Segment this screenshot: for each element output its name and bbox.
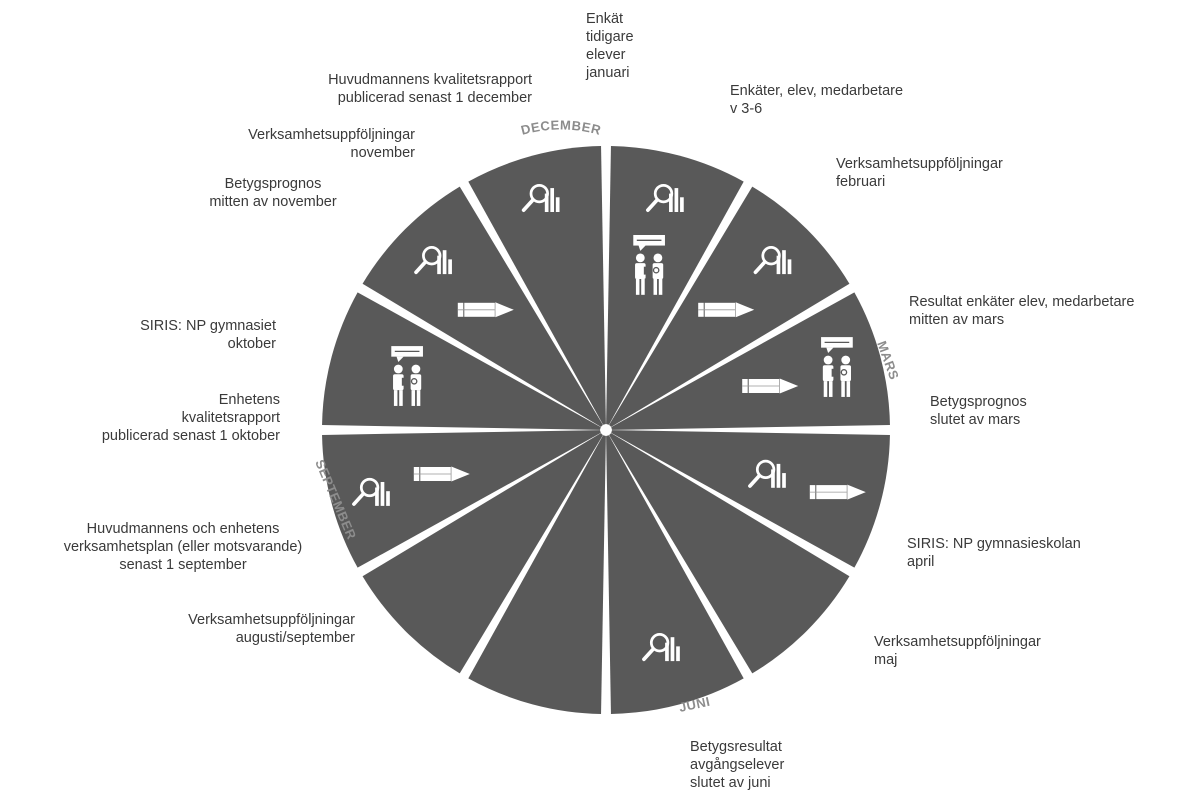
wheel-segment-juli: [468, 435, 606, 714]
annotation-betygsprognos-november: Betygsprognos mitten av november: [209, 176, 337, 210]
annotation-resultat-enkater: Resultat enkäter elev, medarbetare mitte…: [909, 294, 1135, 328]
wheel-segment-juni: [606, 435, 744, 714]
wheel-segment-augusti: [362, 433, 603, 674]
annotation-verksamhet-november: Verksamhetsuppföljningar november: [248, 127, 415, 161]
annotation-enkat-tidigare: Enkät tidigare elever januari: [586, 11, 634, 81]
annotation-betygsprognos-mars: Betygsprognos slutet av mars: [930, 394, 1027, 428]
annotation-enhetens-kvalitet: Enhetens kvalitetsrapport publicerad sen…: [101, 392, 280, 444]
wheel-segment-mars: [611, 292, 890, 430]
annotation-verksamhet-februari: Verksamhetsuppföljningar februari: [836, 156, 1003, 190]
wheel-segment-april: [611, 430, 890, 568]
annotation-betygsresultat: Betygsresultat avgångselever slutet av j…: [690, 739, 785, 791]
wheel-segment-oktober: [322, 292, 601, 430]
month-label-december: DECEMBER: [519, 117, 603, 138]
wheel-segment-september: [322, 430, 601, 568]
annotation-huvudmannens-kvalitet: Huvudmannens kvalitetsrapport publicerad…: [328, 72, 532, 106]
wheel-segment-maj: [609, 433, 850, 674]
annotation-verksamhet-augusti: Verksamhetsuppföljningar augusti/septemb…: [188, 612, 355, 646]
annotation-siris-oktober: SIRIS: NP gymnasiet oktober: [140, 318, 276, 352]
month-label-juni: JUNI: [678, 694, 712, 715]
wheel-segment-januari: [606, 146, 744, 425]
annotation-verksamhet-maj: Verksamhetsuppföljningar maj: [874, 634, 1041, 668]
annotation-enkater-elev: Enkäter, elev, medarbetare v 3-6: [730, 83, 904, 117]
wheel-segment-december: [468, 146, 606, 425]
annotation-verksamhetsplan: Huvudmannens och enhetens verksamhetspla…: [63, 521, 303, 573]
annotation-siris-april: SIRIS: NP gymnasieskolan april: [907, 536, 1081, 570]
